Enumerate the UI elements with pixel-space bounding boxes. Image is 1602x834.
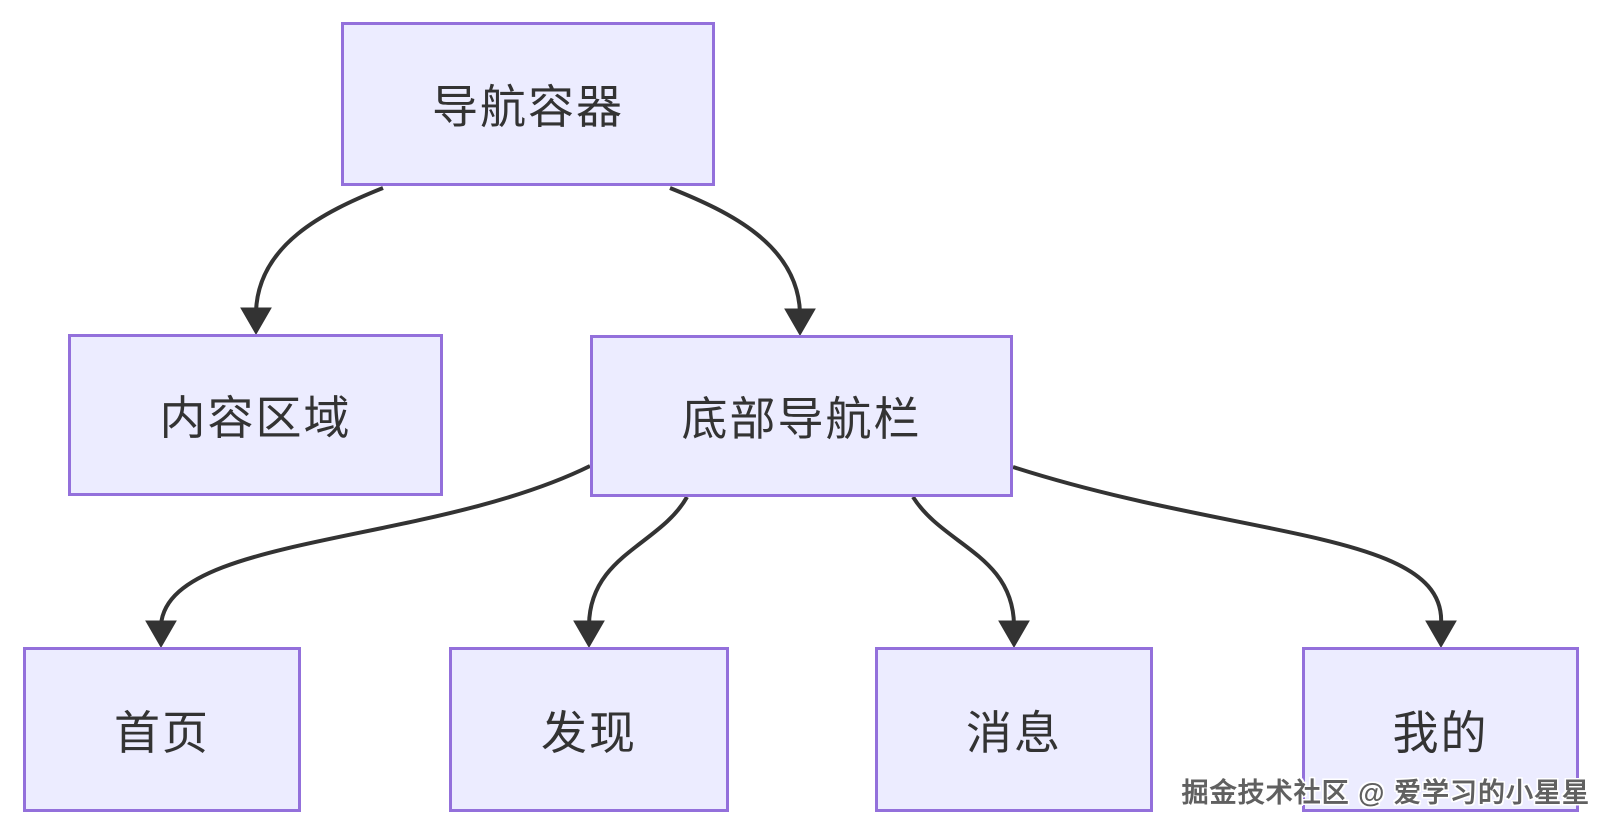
edge-bottom-navbar-to-messages xyxy=(911,495,1016,626)
node-content-area: 内容区域 xyxy=(68,334,443,496)
node-label-content-area: 内容区域 xyxy=(159,392,352,444)
node-mine: 我的 xyxy=(1302,647,1579,812)
node-label-discover: 发现 xyxy=(541,706,637,759)
edge-bottom-navbar-to-home xyxy=(159,464,591,626)
node-label-messages: 消息 xyxy=(966,706,1062,759)
node-discover: 发现 xyxy=(449,647,729,812)
arrowhead-home xyxy=(145,620,177,649)
node-label-nav-container: 导航容器 xyxy=(432,81,624,133)
edge-bottom-navbar-to-discover xyxy=(587,496,689,626)
arrowhead-mine xyxy=(1425,620,1457,649)
edge-bottom-navbar-to-mine xyxy=(1012,465,1444,626)
node-messages: 消息 xyxy=(875,647,1153,812)
node-nav-container: 导航容器 xyxy=(341,22,715,186)
node-bottom-navbar: 底部导航栏 xyxy=(590,335,1013,497)
edge-nav-container-to-content-area xyxy=(254,186,384,313)
arrowhead-content-area xyxy=(240,307,272,336)
arrowhead-messages xyxy=(998,620,1030,649)
node-label-mine: 我的 xyxy=(1392,706,1489,759)
arrowhead-bottom-navbar xyxy=(784,308,816,337)
node-home: 首页 xyxy=(23,647,301,812)
arrowhead-discover xyxy=(573,620,605,649)
node-label-bottom-navbar: 底部导航栏 xyxy=(681,393,922,445)
watermark: 掘金技术社区 @ 爱学习的小星星 xyxy=(1181,778,1590,808)
edge-nav-container-to-bottom-navbar xyxy=(669,186,802,314)
node-label-home: 首页 xyxy=(114,706,210,759)
